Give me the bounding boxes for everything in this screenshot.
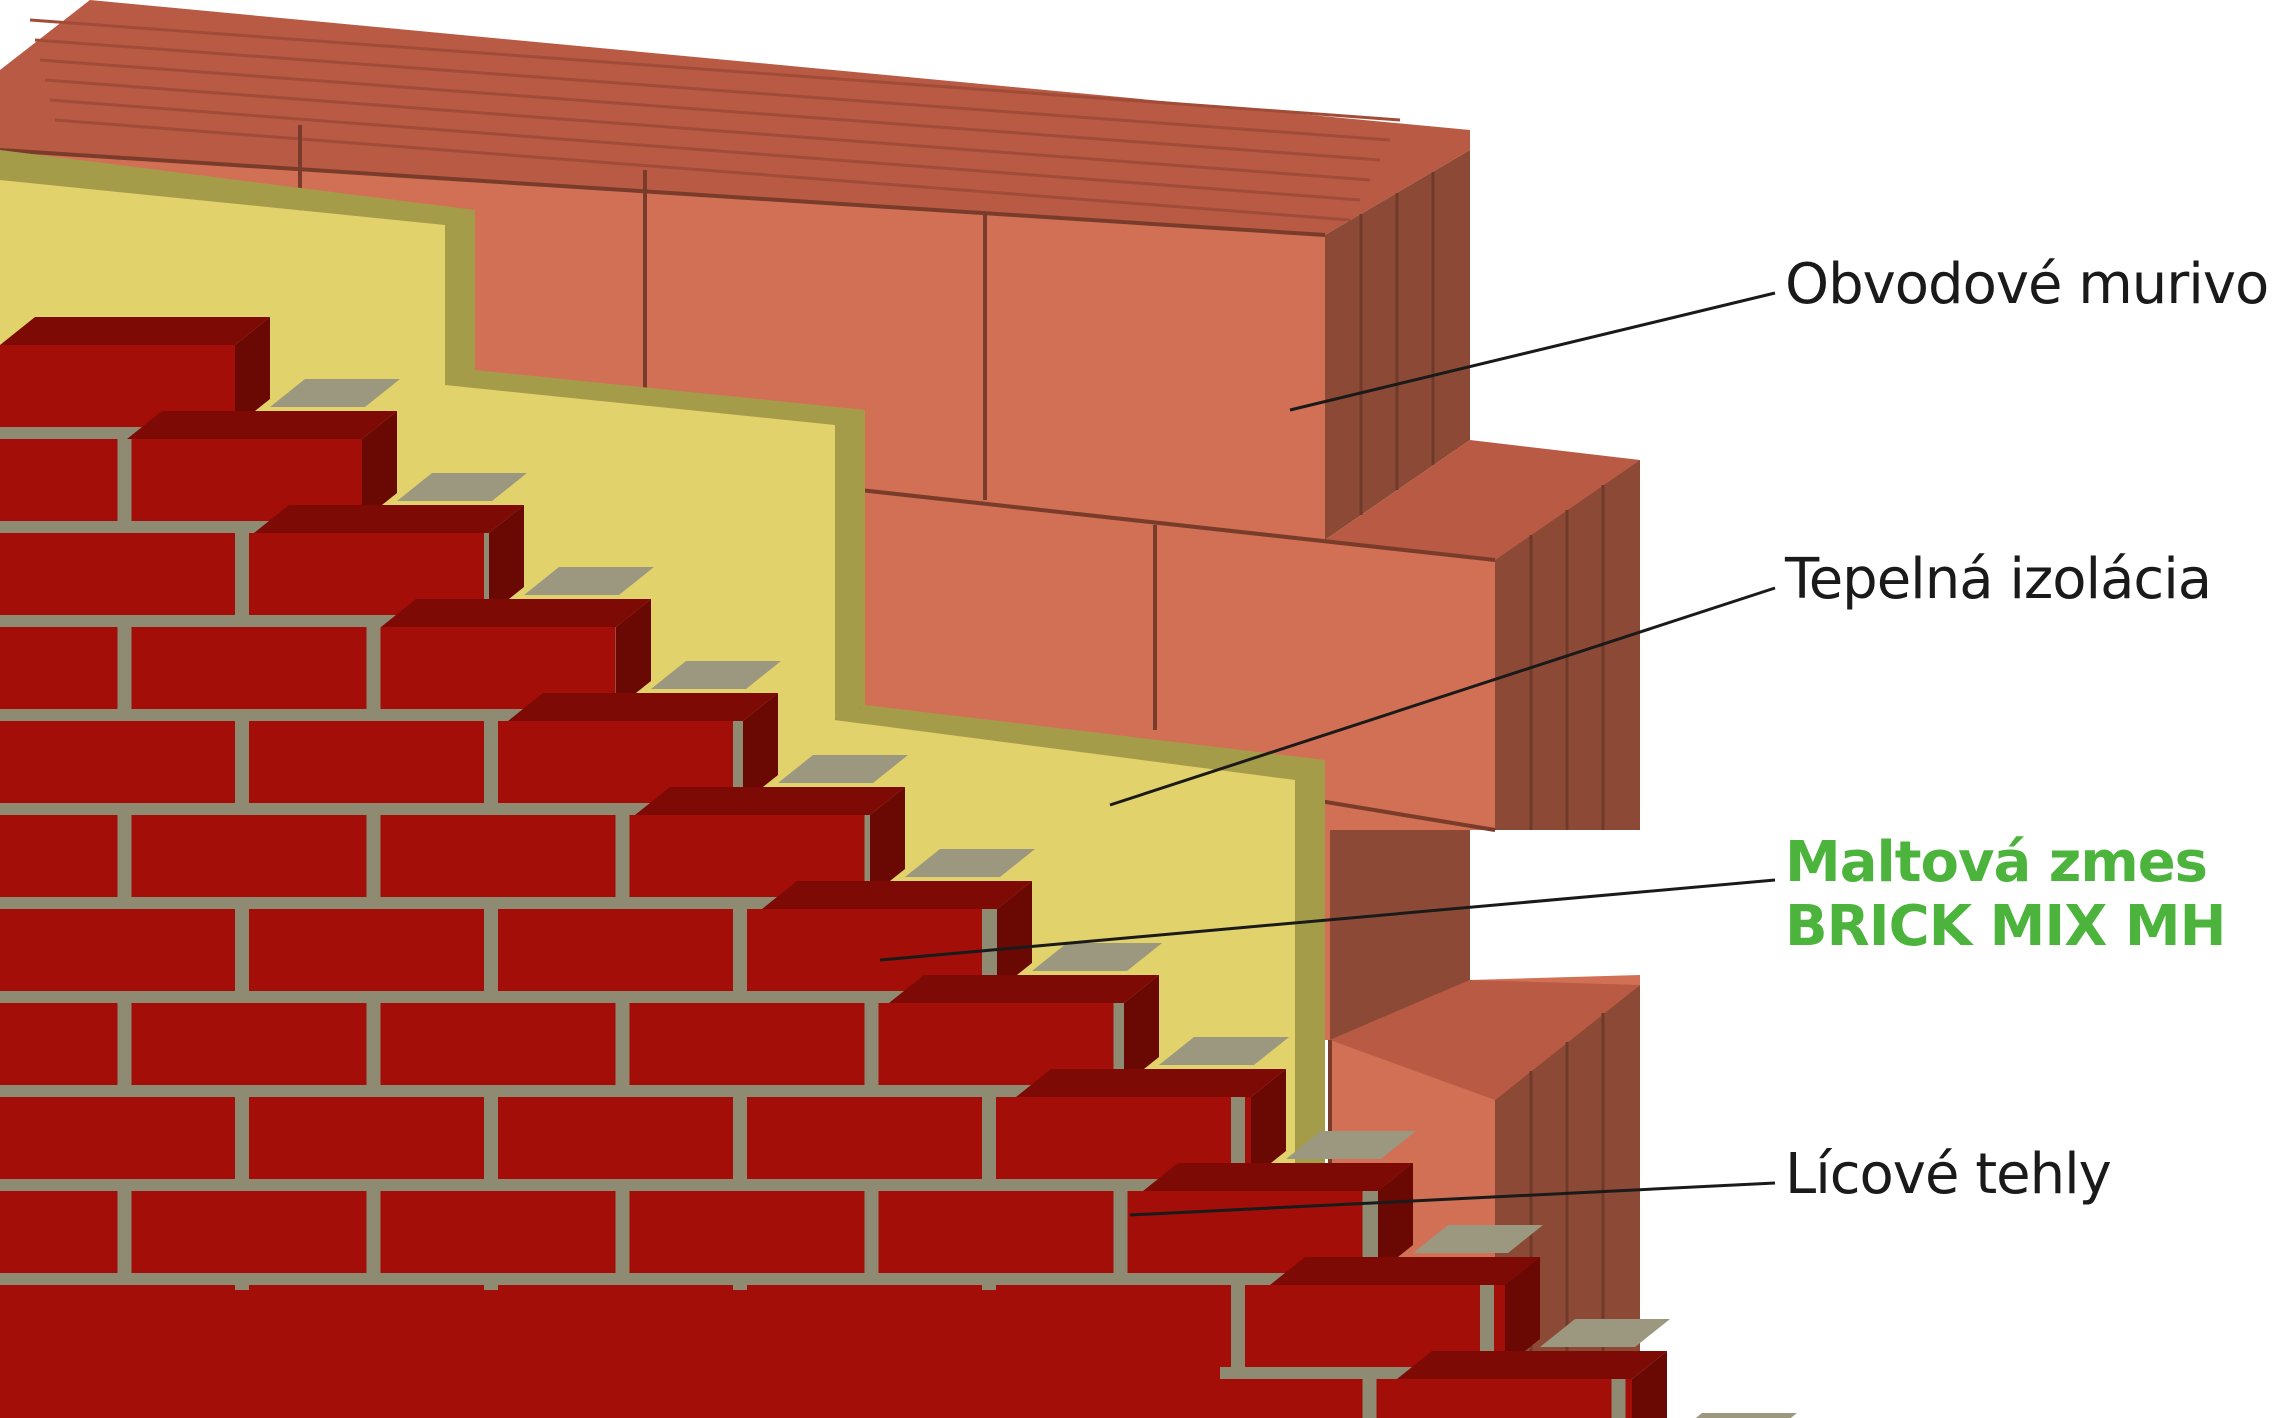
facing-brick-side [616, 599, 651, 709]
facing-brick [498, 1097, 733, 1179]
label-masonry-wall: Obvodové murivo [1785, 252, 2269, 317]
block-top-face [1330, 980, 1640, 1100]
facing-brick-top [1143, 1163, 1413, 1191]
facing-brick [0, 533, 235, 615]
leader-line [1109, 586, 1776, 807]
label-mortar-mix-line1: Maltová zmes [1785, 830, 2208, 895]
facing-brick-top [1397, 1351, 1667, 1379]
mortar-top-strip [905, 849, 1035, 877]
facing-brick [249, 1097, 484, 1179]
block-top-ridge [29, 18, 1401, 122]
facing-brick [0, 1003, 118, 1085]
leader-lines [879, 291, 1776, 1217]
block-top-ridge [39, 58, 1381, 162]
mortar-top-strip [1413, 1225, 1543, 1253]
facing-brick-side [743, 693, 778, 803]
facing-brick [0, 721, 235, 803]
facing-brick [498, 909, 733, 991]
block-top-ridge [49, 98, 1361, 202]
facing-brick-top [508, 693, 778, 721]
facing-brick-side [1632, 1351, 1667, 1418]
facing-brick [380, 1003, 616, 1085]
facing-brick [629, 1003, 865, 1085]
facing-brick [0, 1290, 1220, 1418]
label-mortar-mix: Maltová zmes BRICK MIX MH [1785, 830, 2226, 959]
facing-brick-top [0, 317, 270, 345]
facing-brick [0, 1097, 235, 1179]
leader-line [879, 878, 1776, 962]
label-thermal-insulation: Tepelná izolácia [1785, 547, 2212, 612]
block-joint [859, 488, 1496, 562]
insulation-top-edge [0, 150, 475, 225]
block-top-face [0, 0, 1470, 235]
facing-brick-side [1378, 1163, 1413, 1273]
facing-brick [249, 721, 484, 803]
facing-brick [380, 815, 616, 897]
mortar-top-strip [1286, 1131, 1416, 1159]
mortar-top-strip [1032, 943, 1162, 971]
facing-brick-top [635, 787, 905, 815]
facing-brick-top [762, 881, 1032, 909]
insulation-top-edge [835, 705, 1325, 780]
leader-line [1289, 291, 1776, 412]
mortar-top-strip [778, 755, 908, 783]
facing-brick-top [1016, 1069, 1286, 1097]
facing-brick [1376, 1379, 1612, 1418]
facing-brick-top [1270, 1257, 1540, 1285]
facing-brick [747, 1097, 982, 1179]
facing-brick [1625, 1379, 1632, 1418]
insulation-top-edge [445, 370, 865, 425]
label-facing-bricks: Lícové tehly [1785, 1142, 2112, 1207]
facing-brick-top [127, 411, 397, 439]
facing-brick-top [381, 599, 651, 627]
mortar-top-strip [270, 379, 400, 407]
facing-brick-side [1124, 975, 1159, 1085]
facing-brick-layer [0, 317, 1797, 1418]
facing-brick [380, 1191, 616, 1273]
facing-brick [131, 1191, 367, 1273]
block-side-face [1330, 830, 1470, 1040]
block-top-ridge [34, 38, 1391, 142]
insulation-side-edge [835, 410, 865, 720]
facing-brick [1494, 1285, 1505, 1367]
facing-brick [131, 627, 367, 709]
facing-brick [0, 1191, 118, 1273]
facing-brick [1245, 1097, 1251, 1179]
facing-brick-side [235, 317, 270, 427]
facing-brick-side [1505, 1257, 1540, 1367]
facing-brick [249, 909, 484, 991]
facing-brick [0, 815, 118, 897]
mortar-top-strip [1159, 1037, 1289, 1065]
facing-brick [878, 1191, 1114, 1273]
facing-brick [0, 439, 118, 521]
facing-brick-side [489, 505, 524, 615]
facing-brick-top [254, 505, 524, 533]
leader-line [1129, 1181, 1776, 1217]
facing-brick-side [870, 787, 905, 897]
facing-brick [0, 909, 235, 991]
facing-brick-side [997, 881, 1032, 991]
mortar-top-strip [1695, 1413, 1797, 1418]
facing-brick [629, 1191, 865, 1273]
label-mortar-mix-line2: BRICK MIX MH [1785, 894, 2226, 959]
facing-brick [131, 815, 367, 897]
facing-brick-top [889, 975, 1159, 1003]
facing-brick-side [1251, 1069, 1286, 1179]
facing-brick-side [362, 411, 397, 521]
block-top-ridge [44, 78, 1371, 182]
block-top-face [1325, 440, 1640, 560]
insulation-side-edge [445, 210, 475, 385]
facing-brick [131, 1003, 367, 1085]
block-top-ridge [54, 118, 1351, 222]
block-joint [0, 148, 1326, 237]
mortar-top-strip [1540, 1319, 1670, 1347]
mortar-top-strip [397, 473, 527, 501]
mortar-top-strip [651, 661, 781, 689]
facing-brick [0, 627, 118, 709]
mortar-top-strip [524, 567, 654, 595]
